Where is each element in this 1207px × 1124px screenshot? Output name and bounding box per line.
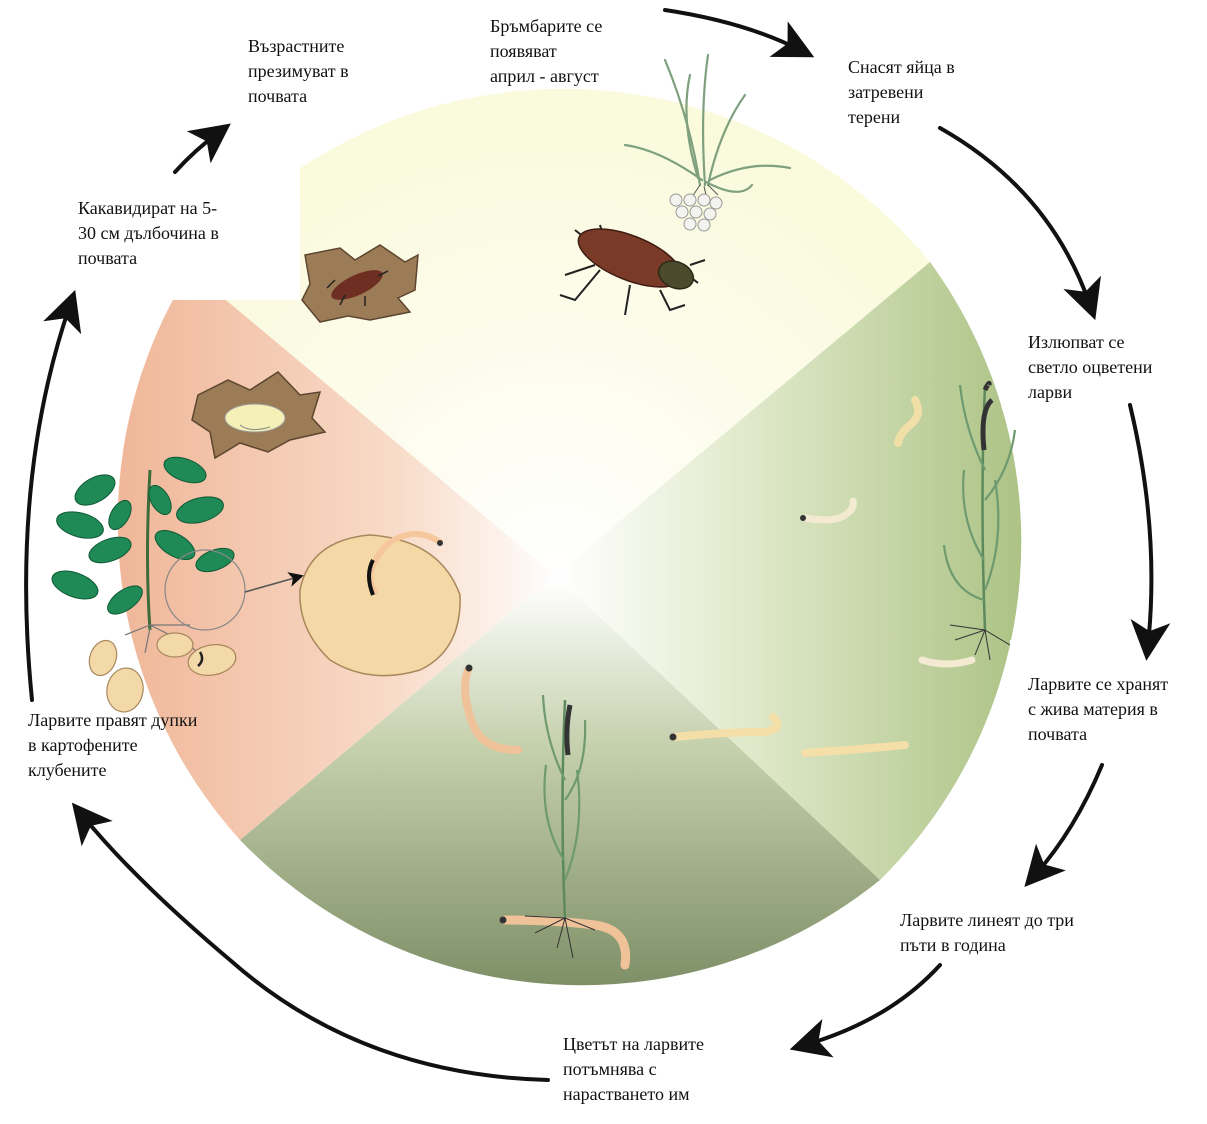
label-lay-eggs: Снасят яйца в затревени терени <box>848 55 1018 130</box>
cycle-arrow <box>1130 405 1151 645</box>
larva-illustration <box>922 660 972 664</box>
label-larvae-darken: Цветът на ларвите потъмнява с нарастване… <box>563 1032 763 1107</box>
label-larvae-molt: Ларвите линеят до три пъти в година <box>900 908 1120 958</box>
label-beetles-appear: Бръмбарите се появяват април - август <box>490 14 660 89</box>
cycle-arrow <box>940 128 1090 305</box>
cycle-arrow <box>805 965 940 1045</box>
label-adults-overwinter: Възрастните презимуват в почвата <box>248 34 418 109</box>
cycle-arrow <box>26 305 70 700</box>
label-larvae-tubers: Ларвите правят дупки в картофените клубе… <box>28 708 243 783</box>
cycle-arrow <box>1035 765 1102 875</box>
label-larvae-feed: Ларвите се хранят с жива материя в почва… <box>1028 672 1206 747</box>
label-larvae-hatch: Излюпват се светло оцветени ларви <box>1028 330 1206 405</box>
cycle-arrow <box>665 10 800 50</box>
label-pupate: Какавидират на 5- 30 см дълбочина в почв… <box>78 196 278 271</box>
